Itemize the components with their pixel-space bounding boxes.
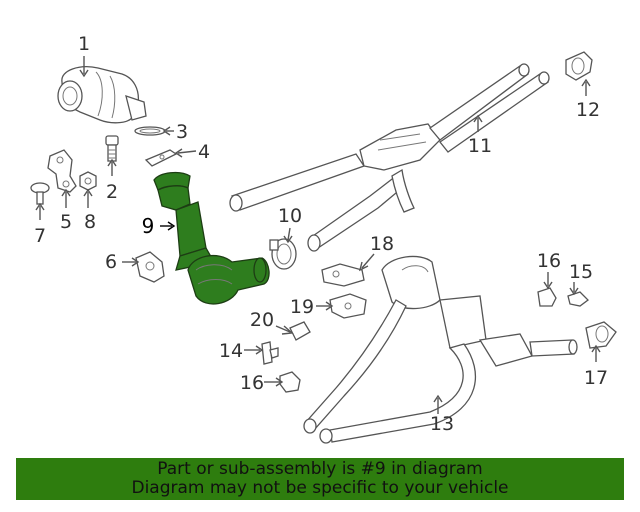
part-12-hanger[interactable] bbox=[565, 51, 593, 81]
part-9-catalytic-converter[interactable] bbox=[153, 171, 270, 305]
callout-5[interactable]: 5 bbox=[60, 211, 72, 233]
part-16-nut-upper[interactable] bbox=[537, 287, 557, 307]
callout-7[interactable]: 7 bbox=[34, 225, 46, 247]
part-1-turbocharger[interactable] bbox=[57, 66, 147, 124]
part-19-bracket[interactable] bbox=[329, 293, 367, 319]
notice-line-1: Part or sub-assembly is #9 in diagram bbox=[157, 459, 483, 479]
part-14-clip[interactable] bbox=[261, 341, 279, 365]
callout-3[interactable]: 3 bbox=[176, 121, 188, 143]
part-15-clip[interactable] bbox=[567, 291, 589, 307]
callout-15[interactable]: 15 bbox=[569, 261, 593, 283]
part-6-bracket[interactable] bbox=[135, 251, 165, 283]
part-4-clip[interactable] bbox=[144, 149, 178, 167]
leader-lines bbox=[35, 56, 601, 414]
callout-16-lower[interactable]: 16 bbox=[240, 372, 264, 394]
callout-10[interactable]: 10 bbox=[278, 205, 302, 227]
callout-2[interactable]: 2 bbox=[106, 181, 118, 203]
callout-17[interactable]: 17 bbox=[584, 367, 608, 389]
part-18-bracket[interactable] bbox=[321, 263, 365, 287]
callout-9[interactable]: 9 bbox=[142, 214, 155, 238]
callout-13[interactable]: 13 bbox=[430, 413, 454, 435]
part-11-mid-pipe[interactable] bbox=[229, 63, 550, 252]
notice-line-2: Diagram may not be specific to your vehi… bbox=[131, 478, 509, 498]
callout-18[interactable]: 18 bbox=[370, 233, 394, 255]
part-7-stud[interactable] bbox=[30, 182, 50, 205]
exhaust-parts-diagram: 1 2 3 4 5 6 7 8 9 10 11 12 13 14 15 16 1… bbox=[30, 33, 617, 444]
callout-11[interactable]: 11 bbox=[468, 135, 492, 157]
part-10-clamp[interactable] bbox=[269, 238, 297, 270]
part-13-rear-muffler[interactable] bbox=[303, 255, 578, 444]
callout-16-upper[interactable]: 16 bbox=[537, 250, 561, 272]
callout-12[interactable]: 12 bbox=[576, 99, 600, 121]
callout-1[interactable]: 1 bbox=[78, 33, 90, 55]
callout-20[interactable]: 20 bbox=[250, 309, 274, 331]
callout-labels: 1 2 3 4 5 6 7 8 9 10 11 12 13 14 15 16 1… bbox=[34, 33, 608, 435]
part-17-exhaust-tip[interactable] bbox=[585, 321, 617, 349]
callout-6[interactable]: 6 bbox=[105, 251, 117, 273]
part-5-bracket[interactable] bbox=[47, 149, 77, 193]
notice-banner: Part or sub-assembly is #9 in diagram Di… bbox=[16, 458, 624, 500]
part-8-nut[interactable] bbox=[79, 171, 97, 191]
part-20-clip[interactable] bbox=[289, 321, 311, 341]
part-2-bolt[interactable] bbox=[105, 135, 119, 162]
callout-19[interactable]: 19 bbox=[290, 296, 314, 318]
callout-4[interactable]: 4 bbox=[198, 141, 210, 163]
callout-8[interactable]: 8 bbox=[84, 211, 96, 233]
callout-14[interactable]: 14 bbox=[219, 340, 243, 362]
part-3-gasket[interactable] bbox=[134, 126, 166, 136]
